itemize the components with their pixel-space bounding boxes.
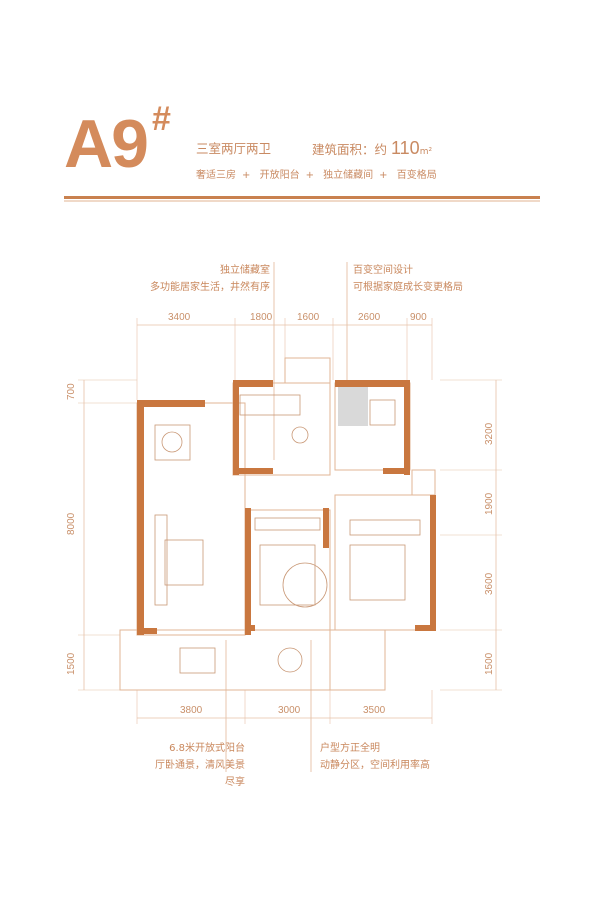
note-title: 户型方正全明 bbox=[320, 743, 380, 754]
dim-label: 3200 bbox=[484, 422, 495, 445]
unit-mark: # bbox=[152, 100, 171, 138]
divider bbox=[64, 196, 540, 199]
dim-label: 1600 bbox=[297, 312, 320, 323]
dim-label: 1800 bbox=[250, 312, 273, 323]
dim-label: 1500 bbox=[484, 652, 495, 675]
note-title: 百变空间设计 bbox=[353, 265, 413, 276]
tag: 奢适三房 bbox=[196, 170, 236, 181]
building-area: 建筑面积：约 110m² bbox=[312, 138, 432, 159]
dim-label: 3000 bbox=[278, 705, 301, 716]
dim-label: 3600 bbox=[484, 572, 495, 595]
dim-label: 8000 bbox=[66, 512, 77, 535]
dimension-labels: 3400 1800 1600 2600 900 3800 3000 3500 7… bbox=[66, 312, 495, 716]
dim-label: 900 bbox=[410, 312, 427, 323]
divider bbox=[64, 200, 540, 202]
dim-label: 3400 bbox=[168, 312, 191, 323]
walls bbox=[137, 380, 436, 635]
note-desc: 厅卧通景，清风美景尽享 bbox=[155, 760, 245, 788]
area-label: 建筑面积：约 bbox=[312, 142, 388, 157]
area-unit: m² bbox=[419, 147, 433, 157]
note-desc: 动静分区，空间利用率高 bbox=[320, 760, 430, 771]
flex-note: 百变空间设计 可根据家庭成长变更格局 bbox=[353, 262, 463, 296]
tag: 百变格局 bbox=[396, 170, 437, 181]
area-value: 110 bbox=[391, 138, 420, 158]
storage-room bbox=[338, 386, 368, 426]
dim-label: 3500 bbox=[363, 705, 386, 716]
dim-label: 3800 bbox=[180, 705, 203, 716]
note-title: 独立储藏室 bbox=[220, 265, 270, 276]
note-title: 6.8米开放式阳台 bbox=[169, 743, 245, 754]
dim-label: 1500 bbox=[66, 652, 77, 675]
dimension-lines bbox=[78, 318, 502, 724]
layout-type: 三室两厅两卫 bbox=[196, 141, 272, 156]
dim-label: 1900 bbox=[484, 492, 495, 515]
dim-label: 2600 bbox=[358, 312, 381, 323]
dim-label: 700 bbox=[66, 383, 77, 400]
leader-lines bbox=[225, 262, 348, 772]
feature-tags: 奢适三房+ 开放阳台+ 独立储藏间+ 百变格局 bbox=[196, 170, 437, 181]
storage-note: 独立储藏室 多功能居家生活，井然有序 bbox=[150, 262, 270, 296]
note-desc: 多功能居家生活，井然有序 bbox=[150, 282, 270, 293]
unit-code: A9 bbox=[64, 106, 149, 182]
layout-note: 户型方正全明 动静分区，空间利用率高 bbox=[320, 740, 430, 774]
furniture bbox=[154, 394, 421, 674]
note-desc: 可根据家庭成长变更格局 bbox=[353, 282, 463, 293]
tag: 开放阳台 bbox=[259, 170, 300, 181]
tag: 独立储藏间 bbox=[323, 170, 374, 181]
balcony-note: 6.8米开放式阳台 厅卧通景，清风美景尽享 bbox=[150, 740, 245, 791]
